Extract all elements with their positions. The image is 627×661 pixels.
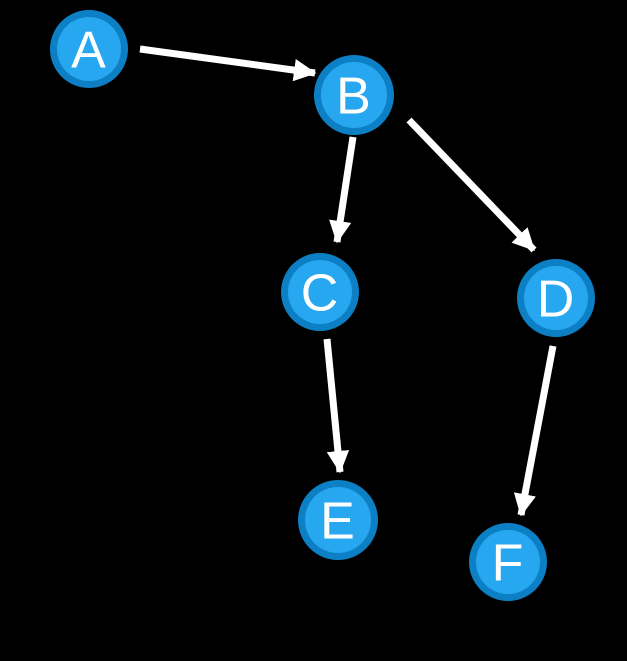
node-C-body xyxy=(288,260,352,324)
node-D: D xyxy=(517,259,595,337)
node-A-label: A xyxy=(71,22,107,80)
node-E-label: E xyxy=(320,493,356,551)
edge-D-F xyxy=(513,345,557,517)
node-C: C xyxy=(281,253,359,331)
node-B: B xyxy=(314,55,394,135)
node-B-body xyxy=(321,62,387,128)
edge-C-E xyxy=(323,338,350,474)
edge-B-D xyxy=(406,117,537,253)
node-B-label: B xyxy=(336,68,372,126)
node-F-label: F xyxy=(492,535,525,593)
node-E-body xyxy=(305,487,371,553)
node-A: A xyxy=(50,10,128,88)
node-D-body xyxy=(524,266,588,330)
edge-B-C xyxy=(329,136,357,244)
node-A-body xyxy=(57,17,121,81)
node-D-label: D xyxy=(537,271,576,329)
edge-A-B xyxy=(139,45,317,82)
node-C-label: C xyxy=(301,265,340,323)
node-E: E xyxy=(298,480,378,560)
node-F: F xyxy=(469,523,547,601)
node-F-body xyxy=(476,530,540,594)
